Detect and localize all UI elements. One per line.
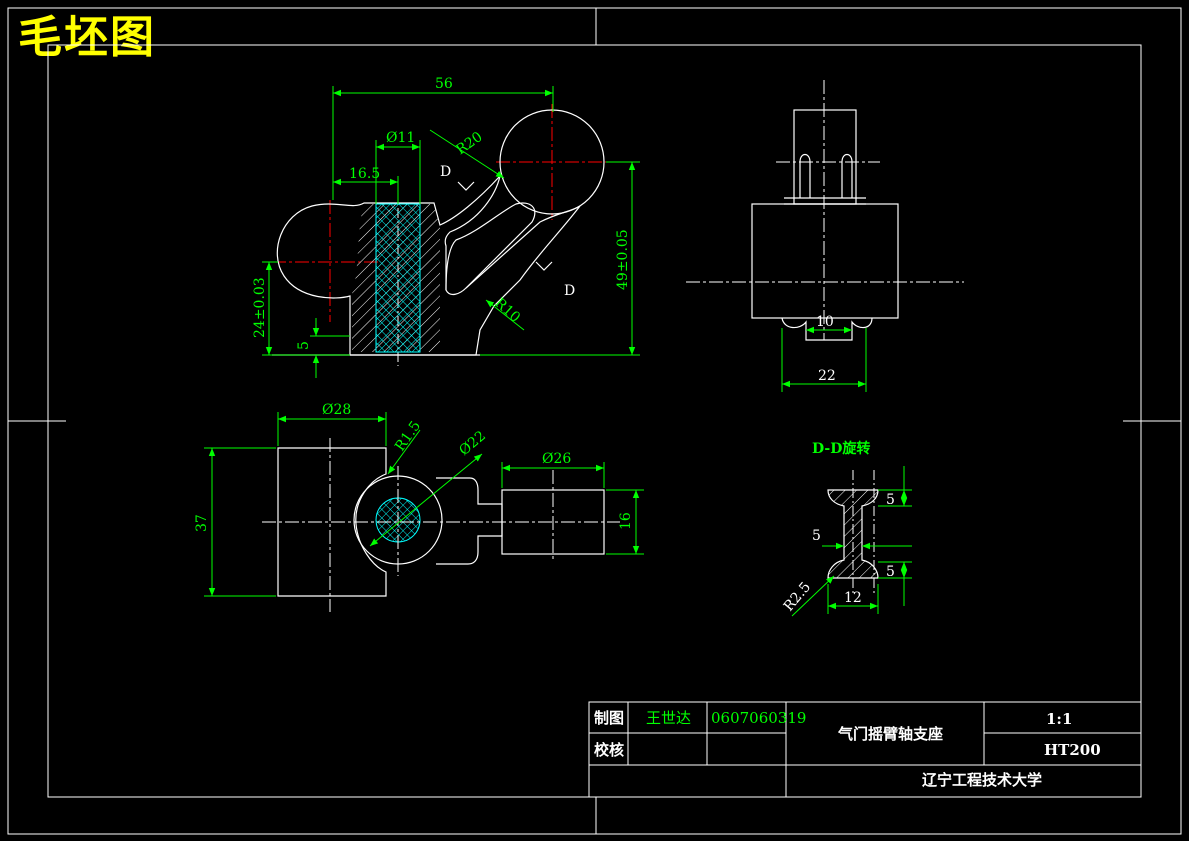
dim-height-24: 24±0.03 [252,277,268,338]
top-view: Ø28 R1.5 Ø22 Ø26 37 16 [194,402,644,612]
dim-base-5: 5 [296,341,312,350]
section-view: D-D旋转 5 5 5 R2.5 12 [781,440,912,617]
dim-width-37: 37 [194,514,210,532]
section-mark-d-lower: D [564,283,575,299]
dim-radius-20: R20 [453,129,485,158]
dim-flange-bottom-5: 5 [886,564,895,580]
dim-height-49: 49±0.05 [615,229,631,290]
front-centerlines [272,104,612,322]
material: HT200 [1044,741,1101,759]
dim-diameter-28: Ø28 [322,402,351,418]
side-view: 10 22 [686,80,964,392]
front-view: D D [252,76,640,378]
checked-by-label: 校核 [594,741,624,759]
dim-width-22: 22 [818,368,836,384]
school-name: 辽宁工程技术大学 [922,771,1042,789]
dim-radius-2-5: R2.5 [781,579,814,614]
dim-diameter-22: Ø22 [456,428,489,459]
title-block: 制图 王世达 0607060319 校核 气门摇臂轴支座 1:1 HT200 辽… [588,701,1142,798]
dim-radius-10: R10 [491,295,523,326]
section-title: D-D旋转 [812,440,870,457]
part-name: 气门摇臂轴支座 [837,725,943,743]
section-mark-d-upper: D [440,164,451,180]
dim-length-56: 56 [435,76,453,92]
dim-width-12: 12 [844,590,862,606]
dim-flange-top-5: 5 [886,492,895,508]
drawing-scale: 1:1 [1046,710,1072,728]
drawing-heading: 毛坯图 [18,12,156,63]
drawn-by-name: 王世达 [646,709,691,727]
student-id: 0607060319 [711,709,806,727]
dim-width-16: 16 [618,512,634,530]
dim-diameter-11: Ø11 [386,130,415,146]
drawn-by-label: 制图 [594,709,624,727]
dim-slot-10: 10 [816,314,834,330]
dim-offset-16-5: 16.5 [349,166,380,182]
dim-diameter-26: Ø26 [542,451,571,467]
dim-radius-1-5: R1.5 [392,418,424,454]
dim-rib-5: 5 [812,528,821,544]
